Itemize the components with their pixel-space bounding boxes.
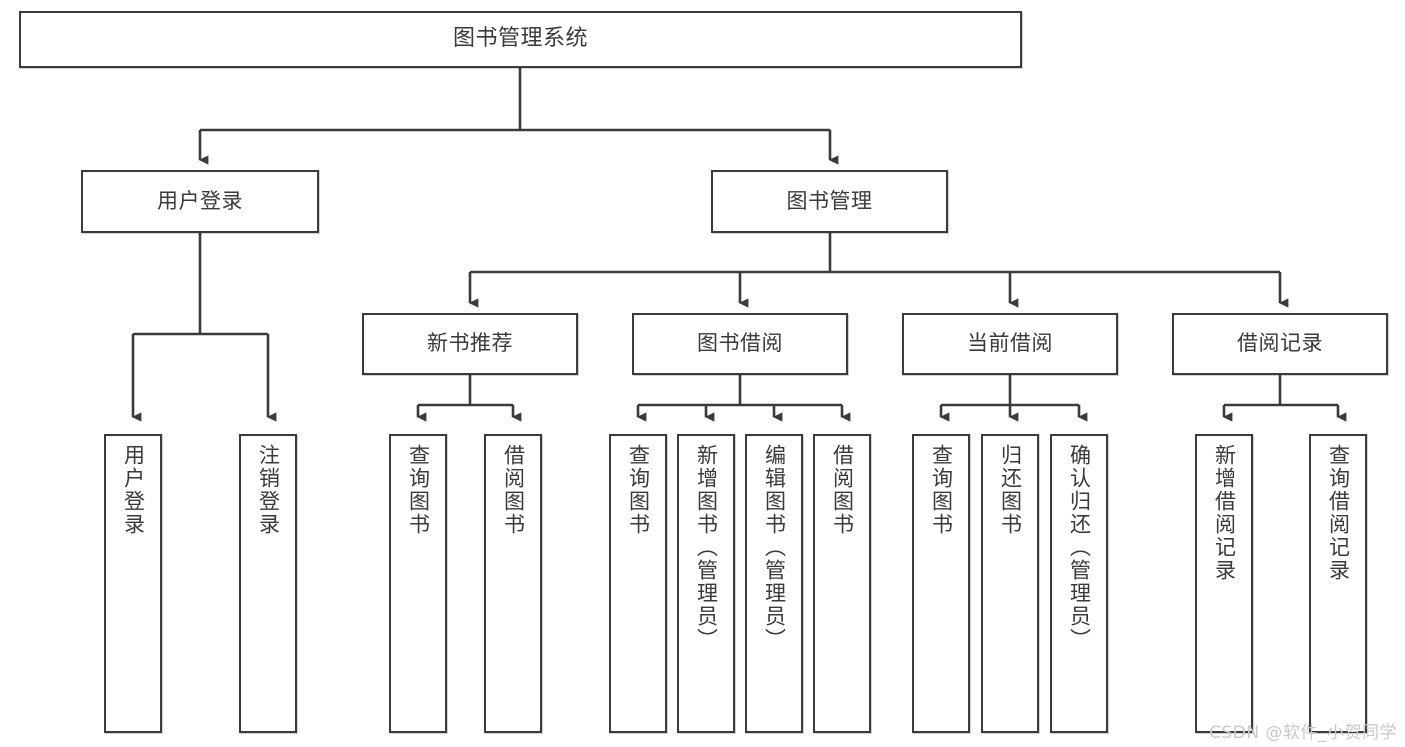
node-label: 图书管理系统 <box>452 26 588 52</box>
node-label: 借阅记录 <box>1237 331 1323 356</box>
leaf-current-borrow-query-book[interactable]: 查询图书 <box>912 434 970 733</box>
leaf-current-borrow-return-book[interactable]: 归还图书 <box>981 434 1039 733</box>
node-user-login[interactable]: 用户登录 <box>81 170 319 233</box>
node-label: 归还图书 <box>998 444 1023 536</box>
leaf-user-login-login[interactable]: 用户登录 <box>104 434 162 733</box>
node-label: 查询图书 <box>626 444 651 536</box>
node-label: 借阅图书 <box>501 444 526 536</box>
leaf-new-book-borrow-book[interactable]: 借阅图书 <box>484 434 542 733</box>
leaf-book-borrow-add-book-admin[interactable]: 新增图书（管理员） <box>677 434 735 733</box>
leaf-current-borrow-confirm-return-admin[interactable]: 确认归还（管理员） <box>1050 434 1108 733</box>
node-label: 编辑图书（管理员） <box>762 444 787 651</box>
node-book-borrow[interactable]: 图书借阅 <box>632 313 848 375</box>
node-label: 查询图书 <box>929 444 954 536</box>
node-label: 查询图书 <box>406 444 431 536</box>
node-label: 图书管理 <box>786 188 873 213</box>
leaf-borrow-record-query-record[interactable]: 查询借阅记录 <box>1309 434 1367 733</box>
leaf-book-borrow-query-book[interactable]: 查询图书 <box>609 434 667 733</box>
node-label: 图书借阅 <box>697 331 783 356</box>
node-label: 借阅图书 <box>830 444 855 536</box>
csdn-watermark: CSDN @软件_小贺同学 <box>1209 723 1397 743</box>
node-label: 确认归还（管理员） <box>1067 444 1092 651</box>
node-label: 新增借阅记录 <box>1212 444 1237 582</box>
node-root-book-management-system[interactable]: 图书管理系统 <box>19 11 1022 68</box>
node-current-borrow[interactable]: 当前借阅 <box>902 313 1118 375</box>
node-label: 查询借阅记录 <box>1326 444 1351 582</box>
node-label: 用户登录 <box>157 188 243 213</box>
leaf-book-borrow-borrow-book[interactable]: 借阅图书 <box>813 434 871 733</box>
node-book-management[interactable]: 图书管理 <box>711 170 948 233</box>
node-new-book-recommend[interactable]: 新书推荐 <box>362 313 578 375</box>
leaf-new-book-query-book[interactable]: 查询图书 <box>389 434 447 733</box>
node-label: 新书推荐 <box>427 331 513 356</box>
node-label: 注销登录 <box>256 444 281 536</box>
node-label: 用户登录 <box>121 444 146 536</box>
node-label: 新增图书（管理员） <box>694 444 719 651</box>
leaf-user-login-logout[interactable]: 注销登录 <box>239 434 297 733</box>
leaf-book-borrow-edit-book-admin[interactable]: 编辑图书（管理员） <box>745 434 803 733</box>
leaf-borrow-record-add-record[interactable]: 新增借阅记录 <box>1195 434 1253 733</box>
node-label: 当前借阅 <box>967 331 1053 356</box>
node-borrow-record[interactable]: 借阅记录 <box>1172 313 1388 375</box>
